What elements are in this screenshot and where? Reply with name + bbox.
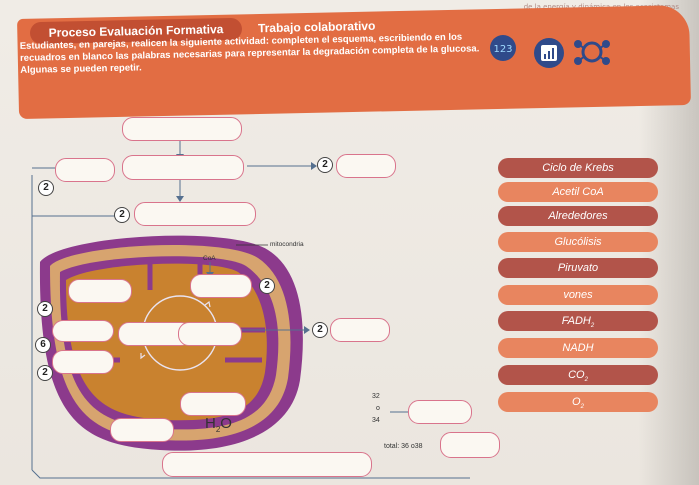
answer-box-bottom[interactable] [180,392,246,416]
word-text: Acetil CoA [552,186,604,198]
answer-box-pyruvate[interactable] [122,155,244,180]
atp-value-or: o [376,405,380,412]
word-bank-item[interactable]: vones [498,285,658,305]
arrowhead-krebs-out [304,326,310,334]
word-bank-item[interactable]: Alrededores [498,206,658,226]
number-badge: 6 [35,337,51,353]
number-badge: 2 [37,301,53,317]
answer-box-left-mid[interactable] [52,320,114,342]
total-label: total: 36 o38 [384,443,423,450]
cycle-arrow-b [140,353,146,360]
number-badge: 2 [114,207,130,223]
word-text: Alrededores [548,210,608,222]
atp-value-bottom: 34 [372,417,380,424]
answer-box-left-low[interactable] [52,350,114,374]
word-text: CO [568,369,585,381]
answer-box-coa-left[interactable] [68,279,132,303]
water-formula: H2O [205,415,232,434]
word-bank-item[interactable]: FADH2 [498,311,658,331]
word-bank-item[interactable]: Acetil CoA [498,182,658,202]
number-badge: 2 [317,157,333,173]
numbers-icon-text: 123 [493,44,512,55]
answer-box-mid[interactable] [134,202,256,226]
number-badge: 2 [312,322,328,338]
answer-box-krebs-right[interactable] [178,322,242,346]
water-h: H [205,415,216,432]
arrowhead-acetil-out [311,162,317,170]
word-bank-item[interactable]: O2 [498,392,658,412]
answer-box-coa-right[interactable] [190,274,252,298]
numbers-icon: 123 [490,35,516,61]
network-icon [574,40,610,65]
water-sub: 2 [215,425,221,434]
word-bank-item[interactable]: NADH [498,338,658,358]
number-badge: 2 [38,180,54,196]
flow-arrowhead-mid [176,196,184,202]
water-o: O [220,415,232,432]
number-badge: 2 [259,278,275,294]
word-text: Glucólisis [554,236,602,248]
answer-box-krebs-out[interactable] [330,318,390,342]
bottom-flow-line [31,469,470,479]
mitochondria-label: mitocondria [270,241,304,248]
word-bank-item[interactable]: Glucólisis [498,232,658,252]
word-bank-item[interactable]: CO2 [498,365,658,385]
word-text: FADH [561,315,591,327]
word-sub: 2 [580,404,584,411]
chart-icon [534,38,564,68]
answer-box-long[interactable] [162,452,372,477]
answer-box-glucose[interactable] [122,117,242,141]
number-badge: 2 [37,365,53,381]
answer-box-total[interactable] [440,432,500,458]
answer-box-left-top[interactable] [55,158,115,182]
word-sub: 2 [584,377,588,384]
word-bank-item[interactable]: Piruvato [498,258,658,278]
word-text: vones [563,289,593,301]
word-text: Ciclo de Krebs [542,162,614,174]
answer-box-acetil-out[interactable] [336,154,396,178]
coa-label: CoA [203,255,216,262]
word-text: Piruvato [557,262,599,274]
answer-box-atp[interactable] [408,400,472,424]
word-text: NADH [562,342,594,354]
cycle-arrow-a [204,300,211,308]
answer-box-water-left[interactable] [110,418,174,442]
atp-value-top: 32 [372,393,380,400]
word-bank-item[interactable]: Ciclo de Krebs [498,158,658,178]
word-sub: 2 [590,323,595,330]
word-text: O [572,396,581,408]
